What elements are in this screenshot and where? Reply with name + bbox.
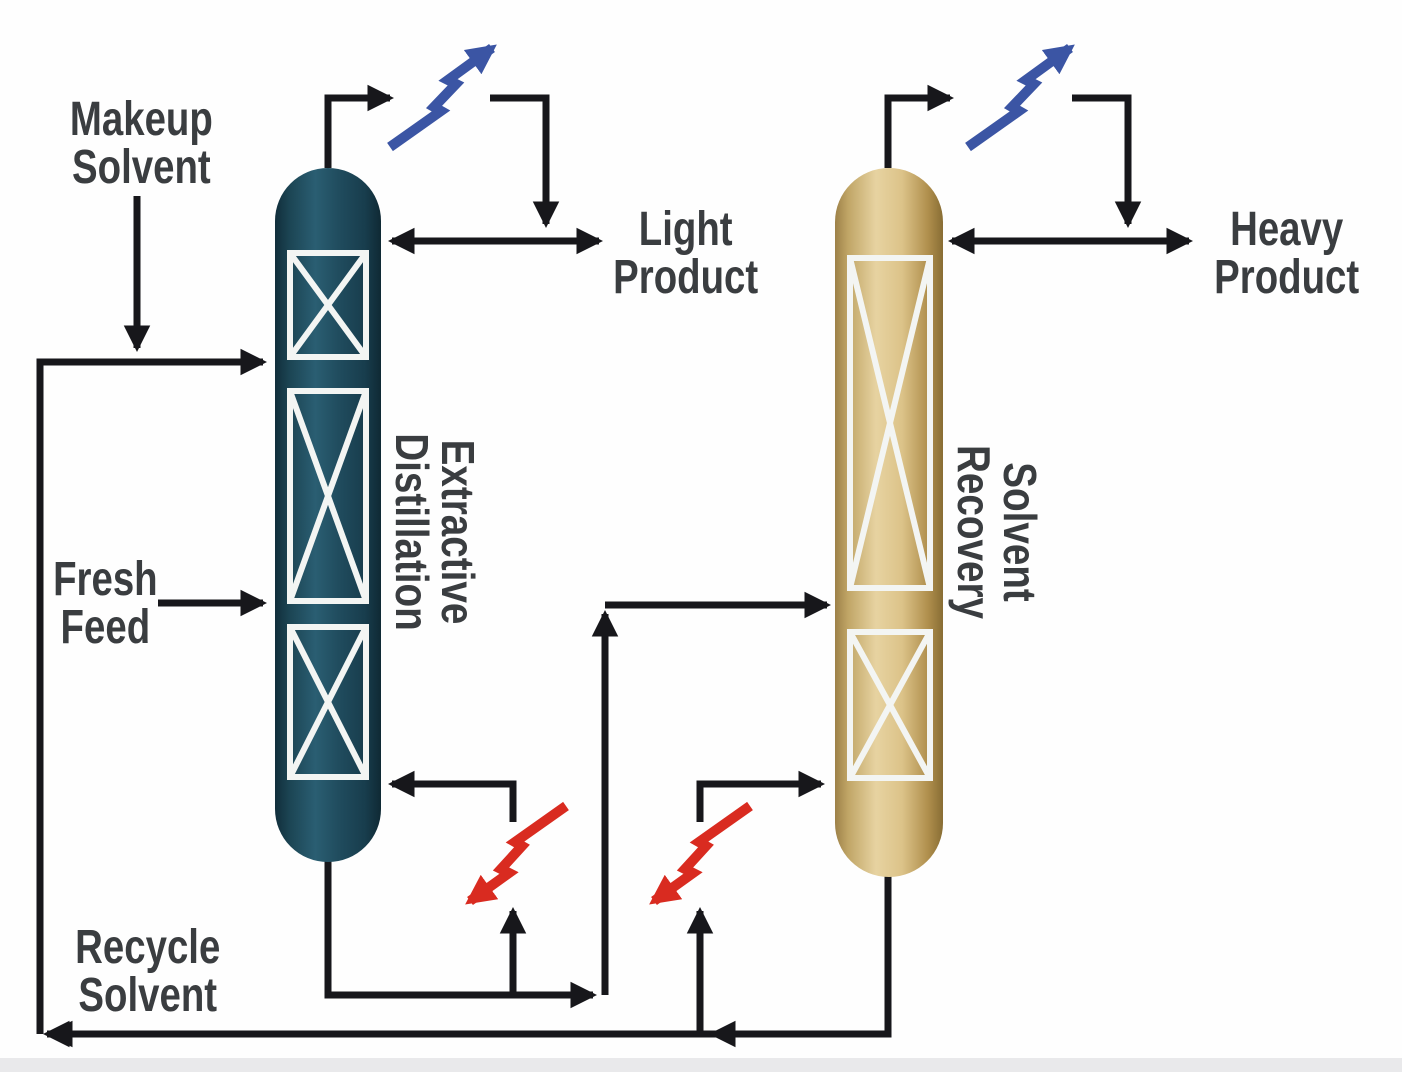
- stream-lines: [36, 84, 1193, 1048]
- page-edge-strip: [0, 1058, 1402, 1072]
- packing-section: [287, 624, 369, 780]
- recovery-reboiler-return: [696, 770, 825, 822]
- extractive-distillation-column: [275, 168, 381, 862]
- packing-section: [847, 255, 933, 591]
- packing-section: [847, 629, 933, 781]
- recycle-solvent-label: Recycle Solvent: [75, 921, 221, 1022]
- reboiler-duty-arrow: [649, 801, 753, 906]
- recovery-condensate-line: [1072, 94, 1142, 228]
- extractive-condensate-line: [490, 94, 560, 228]
- solvent-recovery-column: [835, 168, 943, 877]
- packing-section: [287, 250, 369, 360]
- reboiler-duty-arrow: [465, 801, 569, 906]
- makeup-solvent-label: Makeup Solvent: [69, 93, 213, 194]
- recycle-solvent-feed-line: [36, 348, 267, 1034]
- light-product-label: Light Product: [613, 203, 759, 304]
- recovery-column-packing: [847, 255, 933, 781]
- extractive-overhead-vapor-line: [324, 84, 394, 168]
- condenser-duty-arrow: [965, 43, 1075, 152]
- extractive-reboiler-return: [388, 770, 517, 822]
- extractive-column-packing: [287, 250, 369, 780]
- recovery-column-shell: [835, 168, 943, 877]
- recovery-overhead-vapor-line: [884, 84, 954, 168]
- extractive-distillation-label: Extractive Distillation: [386, 433, 484, 631]
- solvent-recovery-label: Solvent Recovery: [948, 444, 1046, 619]
- recycle-solvent-return-line: [43, 868, 892, 1048]
- fresh-feed-label: Fresh Feed: [52, 553, 158, 654]
- extractive-bottoms-line: [324, 852, 597, 1009]
- heavy-product-label: Heavy Product: [1214, 203, 1360, 304]
- condenser-duty-arrow: [387, 43, 497, 152]
- packing-section: [287, 388, 369, 604]
